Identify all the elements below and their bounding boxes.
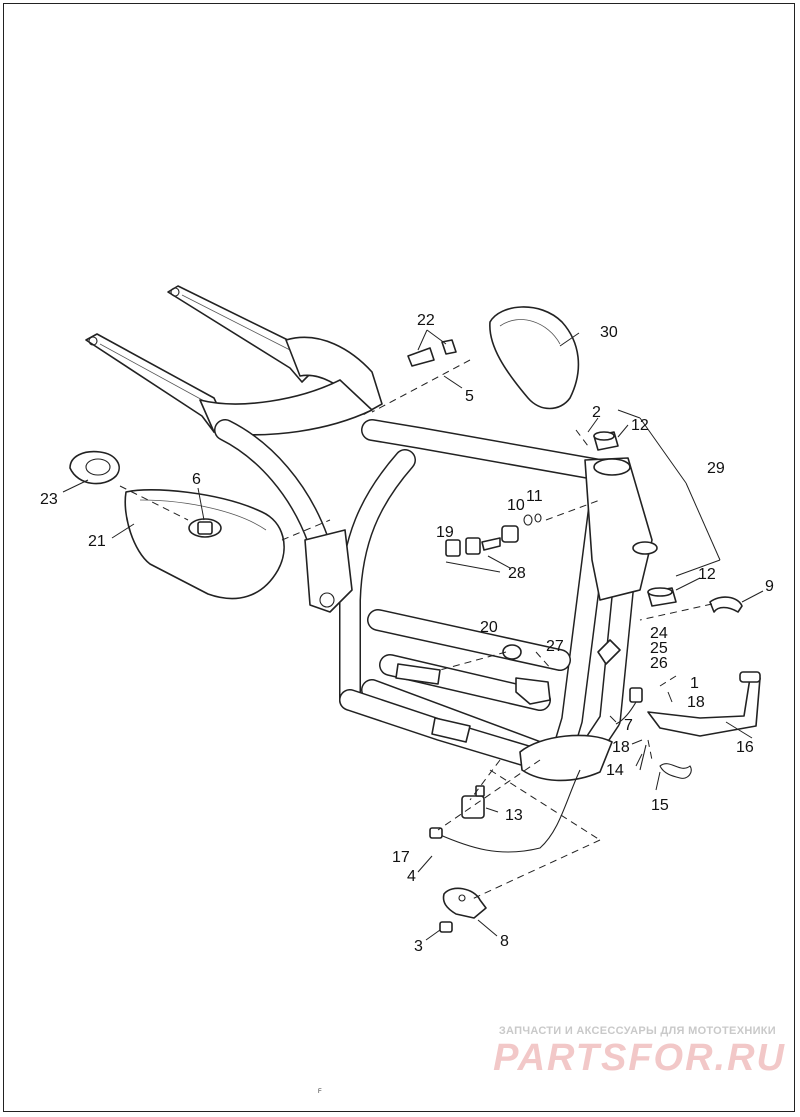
callout-24: 24 xyxy=(650,625,668,642)
callout-10: 10 xyxy=(507,497,525,514)
ignition-switch-6 xyxy=(197,521,213,535)
callout-13: 13 xyxy=(505,807,523,824)
callout-30: 30 xyxy=(600,324,618,341)
watermark-tagline: ЗАПЧАСТИ И АКСЕССУАРЫ ДЛЯ МОТОТЕХНИКИ xyxy=(499,1025,776,1037)
callout-11: 11 xyxy=(526,488,543,505)
page-border xyxy=(3,3,795,1112)
sidestand-16 xyxy=(647,671,761,737)
callout-4: 4 xyxy=(407,868,416,885)
callout-2: 2 xyxy=(592,404,601,421)
callout-29: 29 xyxy=(707,460,725,477)
callout-15: 15 xyxy=(651,797,669,814)
bracket-8 xyxy=(442,887,487,919)
callout-20: 20 xyxy=(480,619,498,636)
bracket-27 xyxy=(515,677,551,705)
key-switch-assembly-28 xyxy=(445,513,542,557)
callout-9: 9 xyxy=(765,578,774,595)
tank-console-21 xyxy=(124,488,285,600)
callout-19: 19 xyxy=(436,524,454,541)
callout-3: 3 xyxy=(414,938,423,955)
watermark-brand: PARTSFOR.RU xyxy=(493,1037,786,1079)
pin-14 xyxy=(639,744,647,771)
rear-fender-struts xyxy=(85,285,383,436)
hose-clamp-9 xyxy=(709,596,743,613)
callout-16: 16 xyxy=(736,739,754,756)
clip-22 xyxy=(407,339,457,367)
main-frame xyxy=(214,419,658,782)
callout-25: 25 xyxy=(650,640,668,657)
callout-18a: 18 xyxy=(687,694,705,711)
callout-23: 23 xyxy=(40,491,58,508)
callout-18b: 18 xyxy=(612,739,630,756)
callout-26: 26 xyxy=(650,655,668,672)
wire-harness-17 xyxy=(429,769,581,853)
assembly-lines xyxy=(119,359,713,901)
switch-13 xyxy=(461,785,485,819)
callout-17: 17 xyxy=(392,849,410,866)
callout-28: 28 xyxy=(508,565,526,582)
callout-12a: 12 xyxy=(631,417,649,434)
side-cover-30 xyxy=(489,306,580,410)
footer-mark: F xyxy=(318,1089,322,1095)
callout-labels: 1 2 3 4 5 6 7 8 9 10 11 12 12 13 14 15 1… xyxy=(40,312,774,955)
callout-21: 21 xyxy=(88,533,106,550)
callout-1: 1 xyxy=(690,675,699,692)
callout-12b: 12 xyxy=(698,566,716,583)
bearing-cups-12 xyxy=(593,431,677,607)
callout-8: 8 xyxy=(500,933,509,950)
callout-5: 5 xyxy=(465,388,474,405)
spring-15 xyxy=(659,763,692,779)
emblem-23 xyxy=(69,450,120,485)
nut-3 xyxy=(439,921,453,933)
callout-14: 14 xyxy=(606,762,624,779)
callout-7: 7 xyxy=(624,717,633,734)
watermark: ЗАПЧАСТИ И АКСЕССУАРЫ ДЛЯ МОТОТЕХНИКИ PA… xyxy=(493,1025,786,1079)
callout-6: 6 xyxy=(192,471,201,488)
grommet-20 xyxy=(502,644,522,660)
leader-lines xyxy=(62,329,764,941)
callout-27: 27 xyxy=(546,638,564,655)
connector-24-26 xyxy=(615,687,643,725)
callout-22: 22 xyxy=(417,312,435,329)
